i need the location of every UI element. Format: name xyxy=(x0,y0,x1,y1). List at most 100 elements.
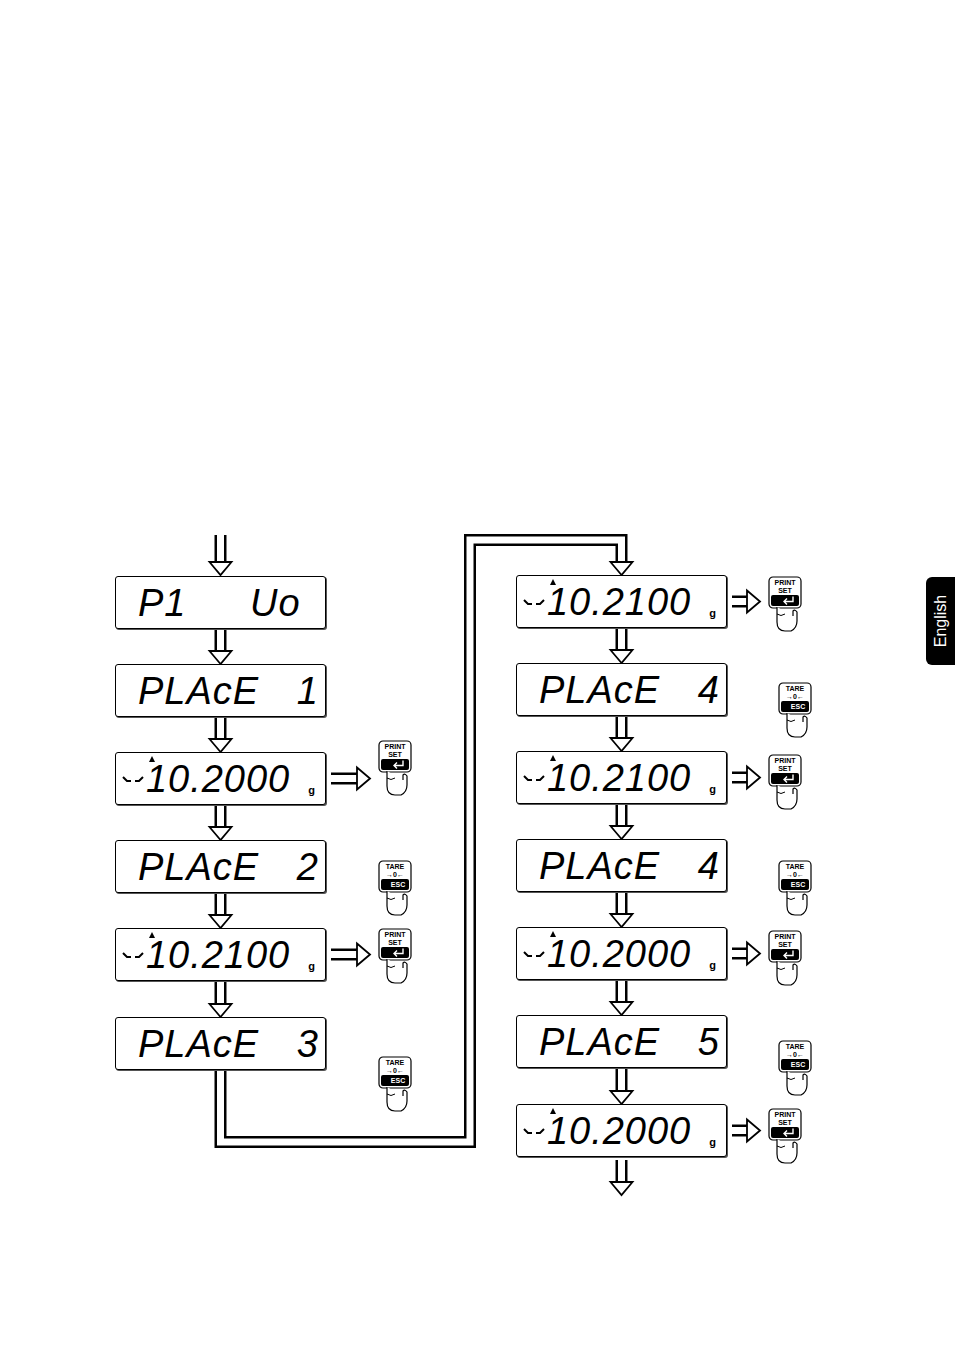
arrow-head xyxy=(611,738,633,751)
key-body xyxy=(769,755,801,786)
arrow-head xyxy=(747,767,760,789)
finger-nail xyxy=(777,792,785,794)
lcd-display: PLAcE 4 xyxy=(516,839,727,892)
arrow-shaft-inner xyxy=(618,981,625,1004)
display-reading: 10.2100 xyxy=(547,583,691,621)
enter-symbol xyxy=(394,949,403,957)
key-label: PRINT SET xyxy=(378,743,412,758)
flow-arrow xyxy=(611,717,633,751)
unit-label: g xyxy=(709,607,716,619)
stability-symbol xyxy=(524,600,544,604)
finger-nail xyxy=(787,720,795,722)
arrow-head xyxy=(747,943,760,965)
lcd-display: PLAcE 5 xyxy=(516,1015,727,1068)
display-reading: 10.2000 xyxy=(547,935,691,973)
flow-arrow xyxy=(210,718,232,752)
key-body xyxy=(779,861,811,892)
unit-label: g xyxy=(709,1136,716,1148)
flow-arrow xyxy=(732,591,760,613)
unit-label: g xyxy=(709,783,716,795)
key-body xyxy=(379,1057,411,1088)
key-dark-area xyxy=(771,595,799,606)
key-dark-area xyxy=(771,773,799,784)
pressing-finger xyxy=(387,891,407,915)
key-body xyxy=(379,929,411,960)
display-reading: 10.2000 xyxy=(146,760,290,798)
enter-symbol xyxy=(784,597,793,605)
pressing-finger xyxy=(777,785,797,809)
key-button: TARE →0←ESC xyxy=(378,1056,412,1112)
arrow-head xyxy=(747,1120,760,1142)
key-sublabel: ESC xyxy=(378,881,412,889)
finger-nail xyxy=(787,898,795,900)
key-label: TARE →0← xyxy=(378,863,412,878)
arrow-head xyxy=(611,650,633,663)
flow-arrow xyxy=(331,768,370,790)
arrow-shaft-inner xyxy=(618,893,625,916)
pressing-finger xyxy=(787,891,807,915)
exit-arrow xyxy=(611,1160,633,1195)
display-reading: 10.2100 xyxy=(146,936,290,974)
arrow-shaft-inner xyxy=(331,951,359,958)
arrow-shaft-inner xyxy=(618,1069,625,1093)
arrow-head xyxy=(210,1004,232,1017)
entry-arrow xyxy=(210,535,232,575)
flow-arrow xyxy=(732,1120,760,1142)
pressing-finger xyxy=(777,607,797,631)
key-label: PRINT SET xyxy=(768,1111,802,1126)
key-sublabel: ESC xyxy=(778,703,812,711)
display-reading: PLAcE 2 xyxy=(138,848,319,886)
finger-nail xyxy=(777,1146,785,1148)
arrow-shaft-inner xyxy=(217,982,224,1006)
pressing-finger xyxy=(387,771,407,795)
key-button: PRINT SET xyxy=(768,576,802,632)
arrow-shaft-inner xyxy=(618,805,625,828)
arrow-shaft-inner xyxy=(217,806,224,829)
arrow-shaft-inner xyxy=(217,718,224,741)
lcd-display: PLAcE 1 xyxy=(115,664,326,717)
key-label: TARE →0← xyxy=(778,1043,812,1058)
lcd-display: 10.2100 g xyxy=(115,928,326,981)
arrow-shaft-inner xyxy=(331,775,359,782)
finger-nail xyxy=(777,968,785,970)
key-body xyxy=(379,861,411,892)
key-label: PRINT SET xyxy=(768,579,802,594)
enter-symbol xyxy=(784,1129,793,1137)
language-label: English xyxy=(932,595,950,647)
pressing-finger xyxy=(787,713,807,737)
enter-symbol xyxy=(784,951,793,959)
key-dark-area xyxy=(771,1127,799,1138)
pressing-finger xyxy=(387,1087,407,1111)
key-label: TARE →0← xyxy=(378,1059,412,1074)
unit-label: g xyxy=(308,960,315,972)
arrow-shaft-inner xyxy=(217,630,224,653)
key-button: PRINT SET xyxy=(768,754,802,810)
key-button: TARE →0←ESC xyxy=(778,682,812,738)
stability-symbol xyxy=(123,953,143,957)
flow-arrow xyxy=(611,1069,633,1104)
finger-nail xyxy=(777,614,785,616)
key-sublabel: ESC xyxy=(778,1061,812,1069)
key-body xyxy=(769,931,801,962)
lcd-display: 10.2000g xyxy=(516,1104,727,1157)
arrow-head xyxy=(611,1002,633,1015)
display-reading: PLAcE 5 xyxy=(539,1023,720,1061)
flow-arrow xyxy=(611,981,633,1015)
flow-arrow xyxy=(611,893,633,927)
pressing-finger xyxy=(777,961,797,985)
arrow-head xyxy=(210,827,232,840)
display-reading: PLAcE 3 xyxy=(138,1025,319,1063)
finger-nail xyxy=(787,1078,795,1080)
arrow-head xyxy=(210,651,232,664)
key-sublabel: ESC xyxy=(778,881,812,889)
lcd-display: 10.2000g xyxy=(516,927,727,980)
lcd-display: P1 Uo xyxy=(115,576,326,629)
flow-arrow xyxy=(210,806,232,840)
arrow-head xyxy=(611,1182,633,1195)
arrow-head xyxy=(611,562,633,575)
lcd-display: 10.2100g xyxy=(516,751,727,804)
arrow-head xyxy=(210,562,232,575)
flow-arrow xyxy=(210,894,232,928)
stability-symbol xyxy=(524,952,544,956)
flow-arrow xyxy=(732,767,760,789)
